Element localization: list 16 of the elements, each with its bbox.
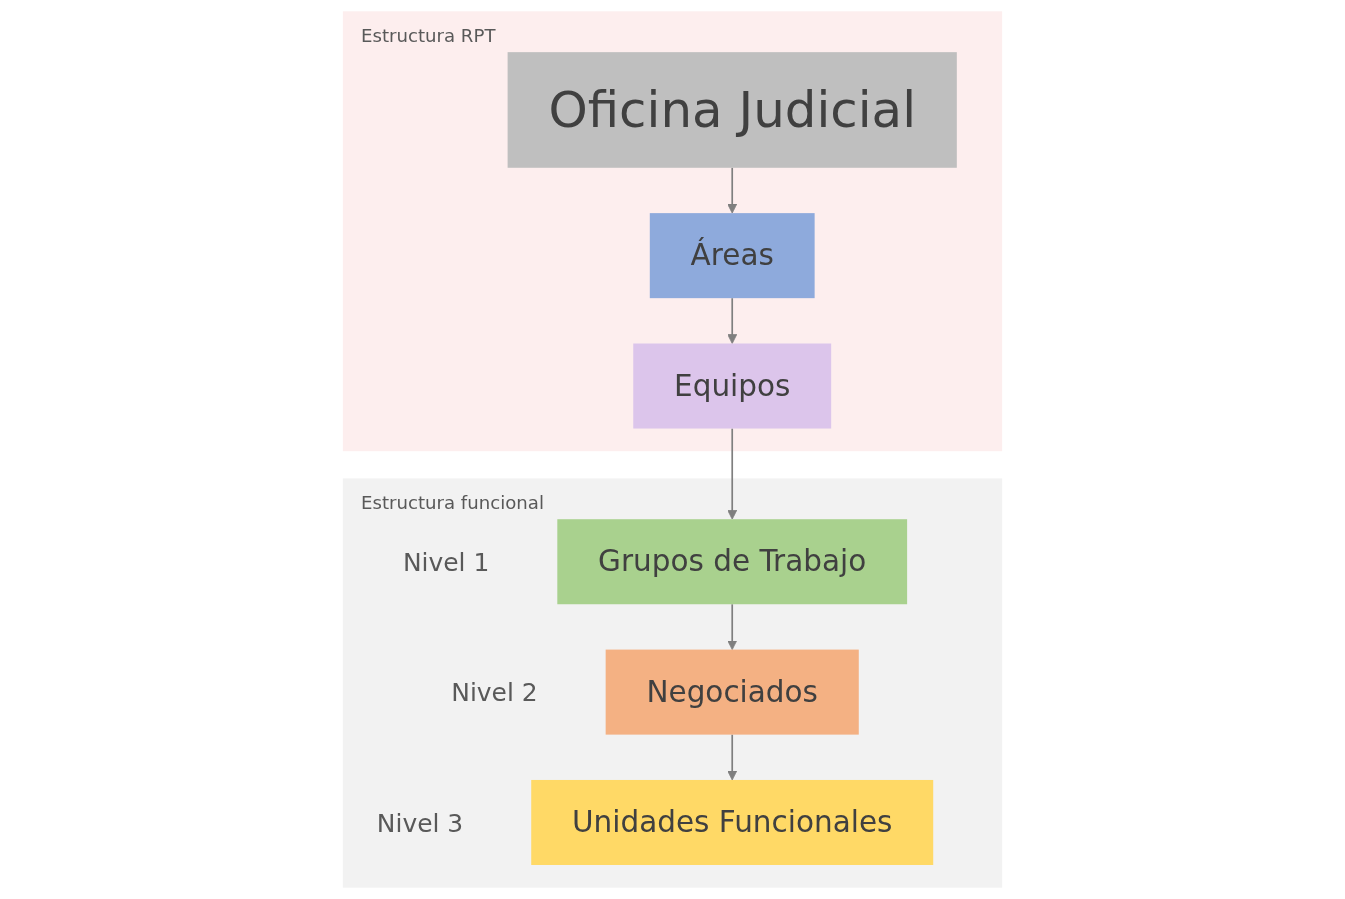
node-label: Estructura funcional [360, 492, 545, 514]
level-label: Nivel 1 [402, 547, 490, 577]
node-box: Oficina Judicial [507, 52, 957, 168]
node-box: Equipos [633, 343, 832, 429]
node-box: Áreas [649, 213, 815, 299]
level-label: Nivel 3 [376, 808, 464, 838]
arrow [727, 733, 738, 781]
arrow [727, 427, 738, 520]
arrow [727, 297, 738, 344]
node-label: Estructura RPT [360, 24, 496, 47]
node-box: Negociados [605, 649, 859, 735]
node-box: Unidades Funcionales [531, 779, 934, 865]
arrow [727, 603, 738, 651]
level-label: Nivel 2 [451, 678, 538, 708]
arrow [727, 166, 738, 214]
node-box: Grupos de Trabajo [557, 519, 908, 605]
